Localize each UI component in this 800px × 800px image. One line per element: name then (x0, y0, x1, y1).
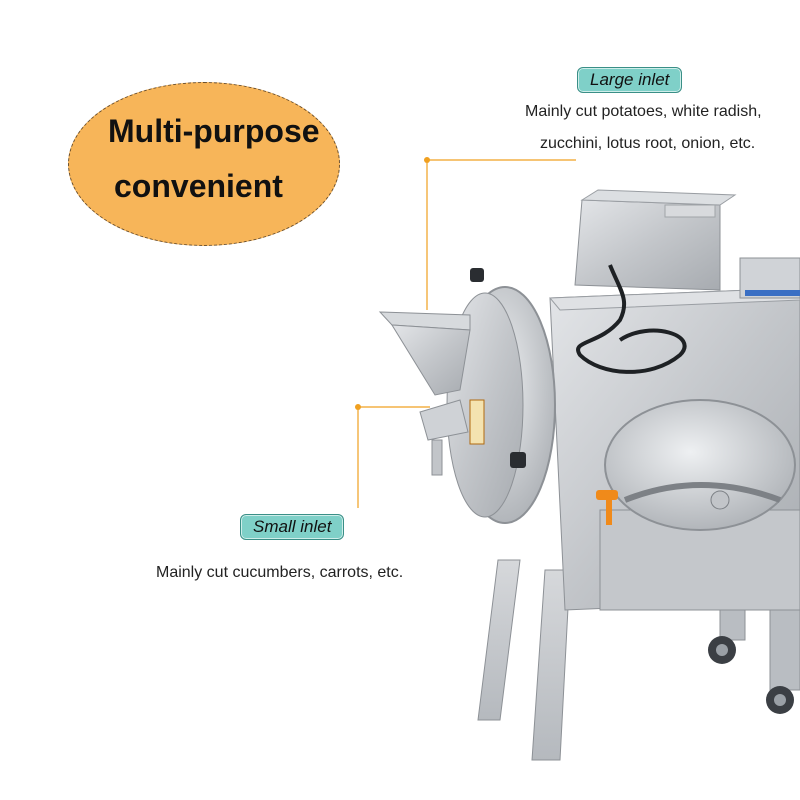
badge-line-1: Multi-purpose (108, 113, 320, 149)
large-inlet-desc-line-2: zucchini, lotus root, onion, etc. (540, 135, 756, 152)
multi-purpose-badge (68, 82, 340, 246)
badge-line-2: convenient (114, 168, 283, 204)
large-inlet-desc-line-1: Mainly cut potatoes, white radish, (525, 103, 762, 120)
small-inlet-leader-line (355, 404, 430, 508)
small-inlet-desc: Mainly cut cucumbers, carrots, etc. (156, 564, 404, 581)
large-inlet-leader-line (424, 157, 576, 310)
small-inlet-tag: Small inlet (240, 514, 345, 540)
large-inlet-tag: Large inlet (577, 67, 683, 93)
